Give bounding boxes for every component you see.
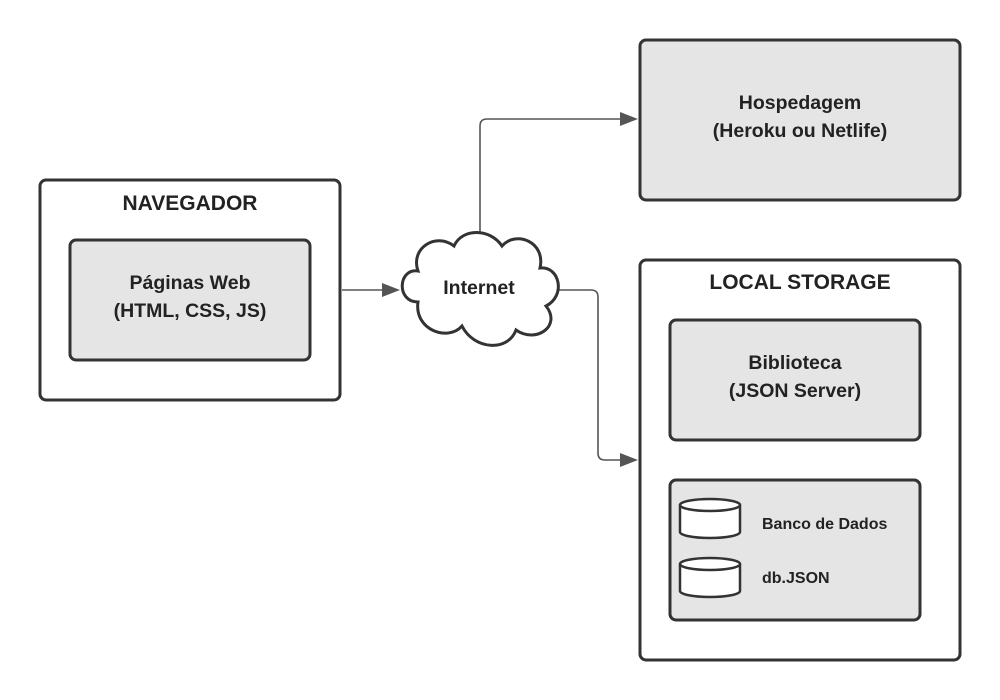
database-cylinder-icon [678, 556, 742, 599]
hospedagem-title: Hospedagem [739, 92, 861, 114]
connector-internet-local-storage [556, 289, 622, 461]
biblioteca-box: Biblioteca (JSON Server) [668, 318, 922, 442]
database-item-label: Banco de Dados [762, 516, 887, 533]
arrowhead-hospedagem-icon [620, 112, 638, 126]
database-box: Banco de Dados db.JSON [668, 478, 922, 622]
arrowhead-internet-icon [382, 283, 400, 297]
navegador-title: NAVEGADOR [123, 192, 258, 215]
connector-internet-hospedagem [479, 118, 622, 232]
internet-cloud: Internet [400, 231, 560, 347]
database-item: db.JSON [678, 556, 830, 599]
arrowhead-local-storage-icon [620, 453, 638, 467]
paginas-web-title: Páginas Web [129, 272, 250, 294]
navegador-container: NAVEGADOR Páginas Web (HTML, CSS, JS) [38, 178, 342, 402]
internet-label: Internet [443, 277, 515, 299]
biblioteca-subtitle: (JSON Server) [729, 380, 861, 402]
database-item-label: db.JSON [762, 570, 830, 587]
paginas-web-box: Páginas Web (HTML, CSS, JS) [68, 238, 312, 362]
local-storage-container: LOCAL STORAGE Biblioteca (JSON Server) B… [638, 258, 962, 662]
biblioteca-title: Biblioteca [748, 352, 841, 374]
cloud-icon [400, 231, 560, 347]
hospedagem-box: Hospedagem (Heroku ou Netlife) [638, 38, 962, 202]
connectors [342, 112, 801, 478]
database-cylinder-icon [678, 497, 742, 540]
paginas-web-frame [68, 238, 312, 362]
local-storage-title: LOCAL STORAGE [709, 271, 890, 294]
biblioteca-frame [668, 318, 922, 442]
hospedagem-frame [638, 38, 962, 202]
database-item: Banco de Dados [678, 497, 887, 540]
paginas-web-subtitle: (HTML, CSS, JS) [114, 300, 267, 322]
hospedagem-subtitle: (Heroku ou Netlife) [713, 120, 887, 142]
